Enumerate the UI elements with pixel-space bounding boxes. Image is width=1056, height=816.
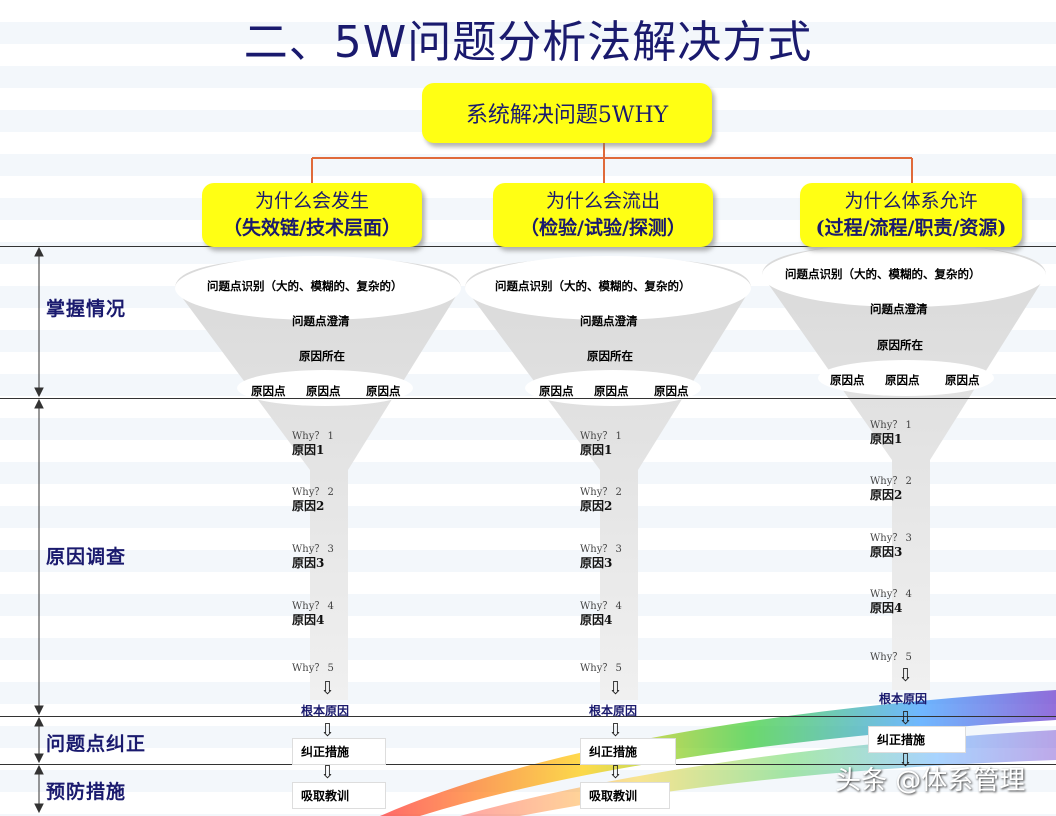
f3-arrow-1: ⇩ <box>898 665 914 686</box>
f3-point-3: 原因点 <box>945 373 980 387</box>
f1-cause-4: 原因4 <box>292 613 325 627</box>
f3-why-1: Why？ 1 <box>870 420 912 431</box>
f2-clarify: 问题点澄清 <box>580 314 638 328</box>
funnel-left <box>175 256 461 700</box>
f2-lesson: 吸取教训 <box>580 782 670 809</box>
f1-cause-1: 原因1 <box>292 443 325 457</box>
f1-root-cause: 根本原因 <box>301 704 350 718</box>
branch-2-line1: 为什么会流出 <box>545 190 660 212</box>
divider-3 <box>0 716 1056 717</box>
watermark: 头条 @体系管理 <box>835 766 1026 796</box>
root-box: 系统解决问题5WHY <box>422 83 712 143</box>
f2-cause-3: 原因3 <box>580 556 613 570</box>
f2-location: 原因所在 <box>587 349 633 363</box>
funnel-right <box>762 243 1046 690</box>
f2-arrow-2: ⇩ <box>608 720 624 741</box>
f1-arrow-3: ⇩ <box>320 762 336 783</box>
branch-box-3: 为什么体系允许 (过程/流程/职责/资源) <box>800 183 1022 247</box>
f1-arrow-1: ⇩ <box>320 678 336 699</box>
f2-arrow-3: ⇩ <box>608 762 624 783</box>
f3-cause-4: 原因4 <box>870 601 903 615</box>
f1-correct: 纠正措施 <box>292 738 386 765</box>
f3-identify: 问题点识别（大的、模糊的、复杂的） <box>785 267 981 281</box>
f3-cause-3: 原因3 <box>870 545 903 559</box>
funnel-middle <box>465 256 751 700</box>
f1-lesson: 吸取教训 <box>292 782 386 809</box>
f1-why-1: Why？ 1 <box>292 431 334 442</box>
tree-connectors <box>311 143 913 183</box>
f3-point-2: 原因点 <box>885 373 920 387</box>
f1-point-1: 原因点 <box>251 384 286 398</box>
f1-why-2: Why？ 2 <box>292 487 334 498</box>
f3-arrow-2: ⇩ <box>898 708 914 729</box>
f3-clarify: 问题点澄清 <box>870 302 928 316</box>
branch-box-1: 为什么会发生 （失效链/技术层面） <box>202 183 422 247</box>
f3-cause-1: 原因1 <box>870 432 903 446</box>
f2-why-3: Why？ 3 <box>580 544 622 555</box>
f2-cause-1: 原因1 <box>580 443 613 457</box>
divider-2 <box>0 398 1056 399</box>
f3-why-2: Why？ 2 <box>870 476 912 487</box>
f1-clarify: 问题点澄清 <box>292 314 350 328</box>
f3-root-cause: 根本原因 <box>879 692 928 706</box>
f2-why-1: Why？ 1 <box>580 431 622 442</box>
f2-cause-4: 原因4 <box>580 613 613 627</box>
branch-box-2: 为什么会流出 （检验/试验/探测） <box>493 183 713 247</box>
f1-arrow-2: ⇩ <box>320 720 336 741</box>
f3-why-4: Why？ 4 <box>870 589 912 600</box>
branch-3-line1: 为什么体系允许 <box>844 190 978 212</box>
stage-label-1: 掌握情况 <box>46 298 127 320</box>
page-title: 二、5W问题分析法解决方式 <box>243 17 813 68</box>
f1-why-3: Why？ 3 <box>292 544 334 555</box>
f2-arrow-1: ⇩ <box>608 678 624 699</box>
f3-cause-2: 原因2 <box>870 488 903 502</box>
branch-1-line2: （失效链/技术层面） <box>223 217 401 239</box>
f2-why-2: Why？ 2 <box>580 487 622 498</box>
f3-arrow-3: ⇩ <box>898 750 914 771</box>
f1-cause-3: 原因3 <box>292 556 325 570</box>
f3-why-3: Why？ 3 <box>870 533 912 544</box>
f3-location: 原因所在 <box>877 338 923 352</box>
rainbow-decoration <box>380 690 1056 816</box>
stage-label-2: 原因调查 <box>46 546 127 568</box>
f1-why-5: Why？ 5 <box>292 663 334 674</box>
divider-4 <box>0 764 1056 765</box>
branch-1-line1: 为什么会发生 <box>254 190 369 212</box>
f2-point-3: 原因点 <box>654 384 689 398</box>
f3-correct: 纠正措施 <box>868 726 966 753</box>
f1-location: 原因所在 <box>299 349 345 363</box>
f1-why-4: Why？ 4 <box>292 601 334 612</box>
stage-label-4: 预防措施 <box>46 781 127 803</box>
stage-label-3: 问题点纠正 <box>46 733 147 755</box>
f2-point-1: 原因点 <box>539 384 574 398</box>
f2-why-4: Why？ 4 <box>580 601 622 612</box>
f3-why-5: Why？ 5 <box>870 652 912 663</box>
f3-point-1: 原因点 <box>830 373 865 387</box>
f2-point-2: 原因点 <box>594 384 629 398</box>
f2-root-cause: 根本原因 <box>589 704 638 718</box>
stage-arrows <box>34 246 44 814</box>
f2-correct: 纠正措施 <box>580 738 676 765</box>
f1-identify: 问题点识别（大的、模糊的、复杂的） <box>207 279 403 293</box>
f2-identify: 问题点识别（大的、模糊的、复杂的） <box>495 279 691 293</box>
f1-point-3: 原因点 <box>366 384 401 398</box>
f2-why-5: Why？ 5 <box>580 663 622 674</box>
f1-cause-2: 原因2 <box>292 499 325 513</box>
f2-cause-2: 原因2 <box>580 499 613 513</box>
branch-2-line2: （检验/试验/探测） <box>520 217 686 239</box>
f1-point-2: 原因点 <box>306 384 341 398</box>
branch-3-line2: (过程/流程/职责/资源) <box>815 217 1007 239</box>
